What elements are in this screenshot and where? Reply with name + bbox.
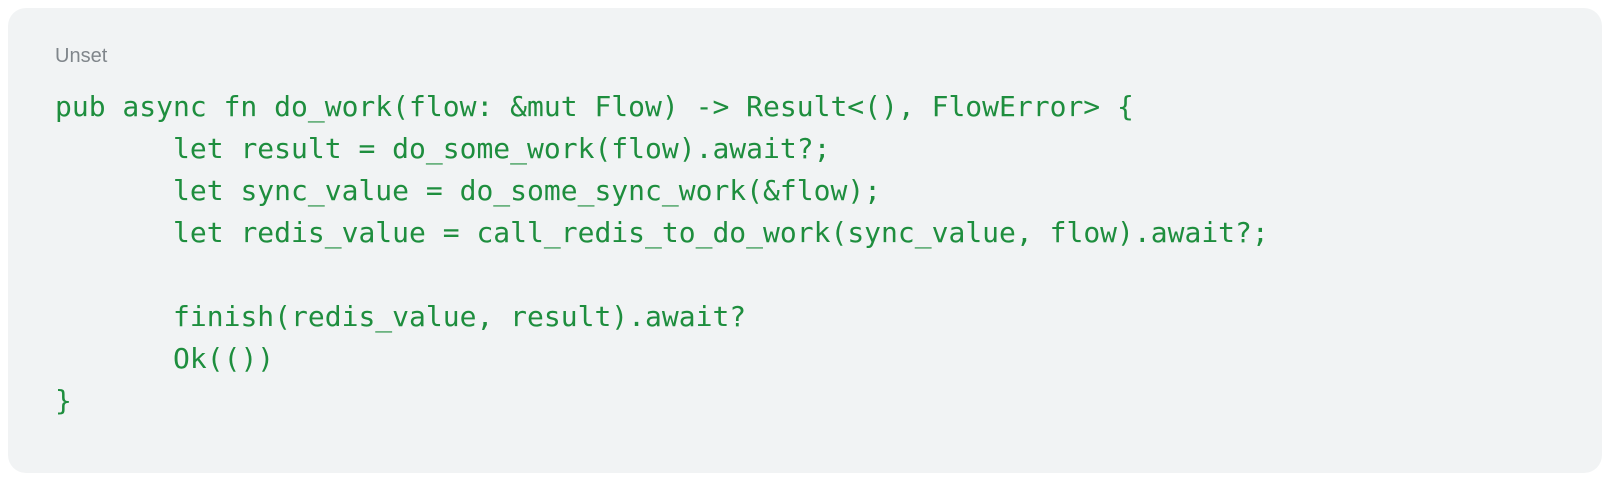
code-block-card: Unset pub async fn do_work(flow: &mut Fl… (8, 8, 1602, 473)
code-content: pub async fn do_work(flow: &mut Flow) ->… (55, 90, 1269, 417)
code-language-selector[interactable]: Unset (55, 45, 108, 67)
